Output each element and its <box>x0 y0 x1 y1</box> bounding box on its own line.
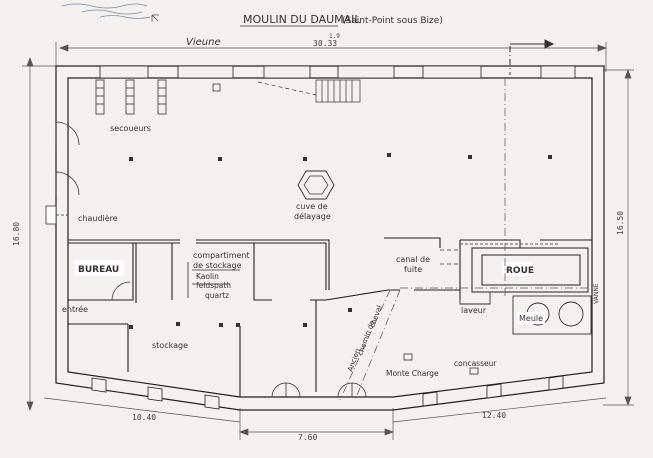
meule-label: Meule <box>519 314 543 323</box>
bottom-mid-label: 7.60 <box>298 433 317 442</box>
monte-charge-box <box>403 353 413 361</box>
chaudiere-box <box>45 205 57 225</box>
interior-walls <box>68 237 461 397</box>
left-dimension <box>22 57 56 411</box>
left-height-label: 16.80 <box>12 222 21 246</box>
cuve-label-1: cuve de <box>296 202 328 211</box>
top-dimension <box>55 42 607 72</box>
cuve-label-2: délayage <box>294 211 331 221</box>
roue-label: ROUE <box>506 266 534 276</box>
top-windows <box>99 65 576 79</box>
roue-label-bg <box>502 262 532 276</box>
bottom-dimensions <box>43 397 607 440</box>
kaolin-label: Kaolin <box>196 272 219 281</box>
bottom-windows <box>91 375 564 410</box>
canal-label-2: fuite <box>404 265 422 274</box>
compartiment-label-2: de stockage <box>193 261 242 270</box>
monte-charge-label: Monte Charge <box>386 369 439 378</box>
secoueurs-equipment <box>95 79 167 115</box>
plan-title: MOULIN DU DAUMAIL <box>243 13 361 26</box>
cuve-hexagon <box>297 170 335 200</box>
bureau-label: BUREAU <box>78 265 119 275</box>
top-length-sup: 1.9 <box>329 33 340 40</box>
right-height-label: 16.50 <box>616 211 625 235</box>
bottom-right-label: 12.40 <box>482 411 506 420</box>
river-label: Vieune <box>186 37 221 48</box>
plan-subtitle: (Saint-Point sous Bize) <box>342 16 443 26</box>
stockage-label: stockage <box>152 341 188 350</box>
cuve-hexagon-inner <box>303 175 329 195</box>
secoueurs-label: secoueurs <box>110 124 151 133</box>
concasseur-box <box>469 367 479 375</box>
outer-walls <box>55 65 605 411</box>
canal-label-1: canal de <box>396 255 430 264</box>
top-length-label: 30.33 <box>313 39 337 48</box>
left-doors <box>55 121 80 196</box>
staircase <box>257 79 361 103</box>
north-arrow <box>151 14 159 22</box>
canal-channel <box>440 249 460 265</box>
meule-label-bg <box>517 312 545 324</box>
bureau-door <box>111 281 131 301</box>
river-sketch <box>61 3 151 19</box>
compartiment-label-1: compartiment <box>193 251 250 260</box>
concasseur-label: concasseur <box>454 359 497 368</box>
entree-label: entrée <box>62 304 88 314</box>
meule-circle-2 <box>558 301 584 327</box>
bureau-label-bg <box>74 260 124 276</box>
section-arrow <box>509 39 555 75</box>
meule-box <box>512 295 592 335</box>
bottom-doors <box>271 382 367 398</box>
laveur-label: laveur <box>461 306 487 315</box>
chaudiere-label: chaudière <box>78 213 118 223</box>
bottom-left-label: 10.40 <box>132 413 156 422</box>
storage-bins <box>187 262 240 298</box>
laveur-box <box>459 292 491 305</box>
column-markers <box>129 153 552 329</box>
vanne-label: VANNE <box>593 283 600 304</box>
quartz-label: quartz <box>205 291 229 300</box>
axis-lines <box>339 78 592 401</box>
right-dimension <box>603 69 634 406</box>
small-box <box>212 83 221 92</box>
roue-structure <box>460 239 592 293</box>
feldspath-label: feldspath <box>196 281 231 290</box>
